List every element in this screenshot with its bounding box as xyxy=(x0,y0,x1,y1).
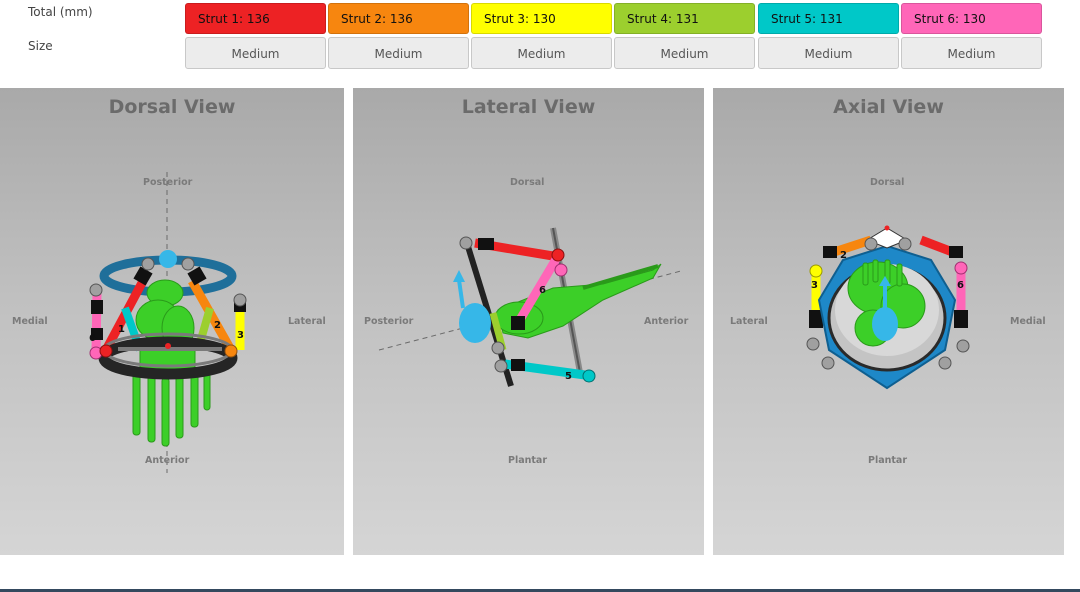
axial-3d-frame-render[interactable]: 3 2 6 xyxy=(713,88,1064,555)
dorsal-posterior-label: Posterior xyxy=(143,177,193,188)
svg-text:3: 3 xyxy=(237,330,244,341)
strut-2-size-button[interactable]: Medium xyxy=(328,37,469,69)
dorsal-medial-label: Medial xyxy=(12,316,48,327)
svg-text:5: 5 xyxy=(565,371,572,382)
axial-view-title: Axial View xyxy=(833,96,944,118)
dorsal-lateral-label: Lateral xyxy=(288,316,326,327)
axial-plantar-label: Plantar xyxy=(868,455,908,466)
strut-4-size-button[interactable]: Medium xyxy=(614,37,755,69)
strut-6-size-button[interactable]: Medium xyxy=(901,37,1042,69)
svg-text:3: 3 xyxy=(811,280,818,291)
axial-dorsal-label: Dorsal xyxy=(870,177,905,188)
lateral-view-title: Lateral View xyxy=(461,96,596,118)
lateral-anterior-label: Anterior xyxy=(644,316,689,327)
lateral-plantar-label: Plantar xyxy=(508,455,548,466)
dorsal-3d-frame-render[interactable]: 1 2 3 6 xyxy=(0,88,344,555)
svg-text:2: 2 xyxy=(214,320,221,331)
strut-1-size-button[interactable]: Medium xyxy=(185,37,326,69)
lateral-dorsal-label: Dorsal xyxy=(510,177,545,188)
axial-view-panel[interactable]: 3 2 6 Axial View Dorsal Plantar Lateral … xyxy=(713,88,1064,555)
dorsal-view-title: Dorsal View xyxy=(108,96,236,118)
lateral-3d-frame-render[interactable]: 6 5 xyxy=(353,88,704,555)
strut-2-total: Strut 2: 136 xyxy=(328,3,469,34)
svg-text:6: 6 xyxy=(89,333,96,344)
lateral-view-panel[interactable]: 6 5 Lateral View Dorsal Plantar Posterio… xyxy=(353,88,704,555)
strut-5-total: Strut 5: 131 xyxy=(758,3,899,34)
strut-4-total: Strut 4: 131 xyxy=(614,3,755,34)
strut-5-size-button[interactable]: Medium xyxy=(758,37,899,69)
total-mm-label: Total (mm) xyxy=(28,5,93,19)
axial-lateral-label: Lateral xyxy=(730,316,768,327)
size-label: Size xyxy=(28,39,53,53)
axial-medial-label: Medial xyxy=(1010,316,1046,327)
footer-divider xyxy=(0,589,1080,592)
strut-1-total: Strut 1: 136 xyxy=(185,3,326,34)
lateral-posterior-label: Posterior xyxy=(364,316,414,327)
svg-text:6: 6 xyxy=(539,285,546,296)
strut-6-total: Strut 6: 130 xyxy=(901,3,1042,34)
dorsal-anterior-label: Anterior xyxy=(145,455,190,466)
svg-text:1: 1 xyxy=(118,324,125,335)
svg-text:6: 6 xyxy=(957,280,964,291)
strut-3-total: Strut 3: 130 xyxy=(471,3,612,34)
strut-3-size-button[interactable]: Medium xyxy=(471,37,612,69)
svg-text:2: 2 xyxy=(840,250,847,261)
dorsal-view-panel[interactable]: 1 2 3 6 Dorsal View Posterior Anterior M… xyxy=(0,88,344,555)
